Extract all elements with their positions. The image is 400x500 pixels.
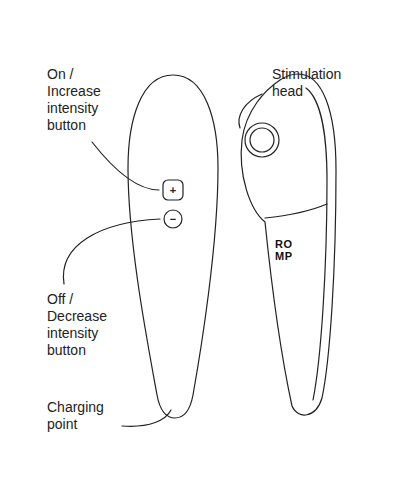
side-shell-line [306,88,327,400]
stimulation-head-outer [245,123,279,157]
leader-line [239,94,262,128]
button-symbol: + [163,184,183,196]
leader-line [63,219,160,284]
side-seam-line [265,204,327,218]
callout-label: Stimulation head [272,66,362,100]
side-body-outline [241,74,336,415]
leader-line [122,410,171,426]
button-symbol: − [164,213,182,225]
stimulation-head-inner [250,128,274,152]
front-body-outline [128,75,218,418]
callout-label: On / Increase intensity button [47,66,127,134]
callout-label: Off / Decrease intensity button [47,291,127,359]
brand-logo: RO MP [275,238,297,262]
plus-button [163,180,183,200]
callout-label: Charging point [47,399,127,433]
minus-button [164,210,182,228]
leader-line [92,142,159,190]
